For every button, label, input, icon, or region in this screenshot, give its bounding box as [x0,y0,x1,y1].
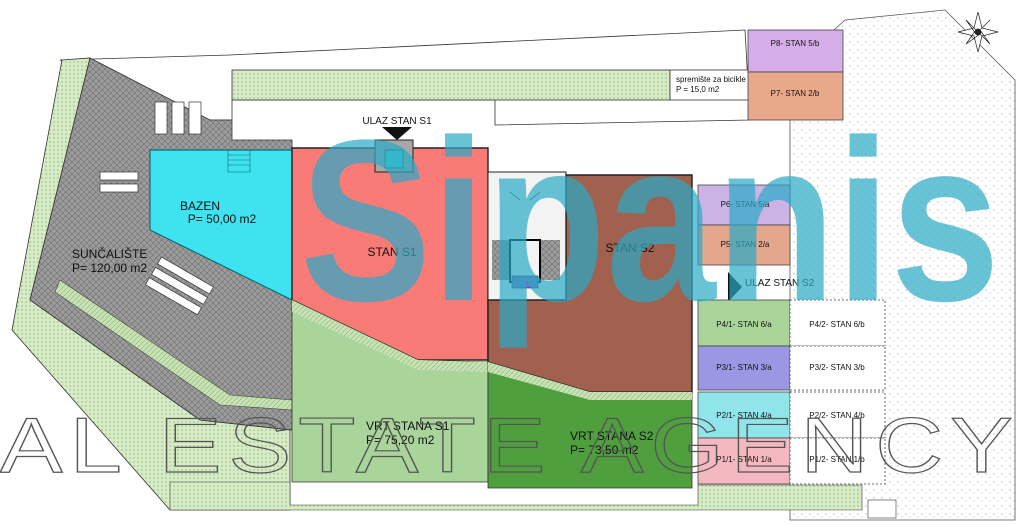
label-p2-1: P2/1- STAN 4/a [716,411,772,420]
sunbeds-bottom [145,256,214,316]
label-p4-2: P4/2- STAN 6/b [809,320,865,329]
label-p3-1: P3/1- STAN 3/a [716,363,772,372]
label-p1-2: P1/2- STAN 1/b [809,455,865,464]
parking-p7 [747,71,844,121]
sunbeds-top [154,101,202,135]
parking-p6 [697,184,791,226]
watermark-tagline: AL ESTATE AGENCY [0,401,1020,489]
bottom-green-strip [169,481,863,511]
entrance-s1-arrow [382,127,412,140]
parking-p8 [747,29,844,73]
label-bazen: BAZEN [180,199,220,213]
label-p3-2: P3/2- STAN 3/b [809,363,865,372]
label-stan-s1: STAN S1 [367,245,416,259]
label-p6: P6- STAN 5/a [721,200,770,209]
parking-p2-2 [789,391,886,439]
label-bazen-area: P= 50,00 m2 [188,212,257,226]
parking-p1-1 [697,437,791,485]
watermark-logo: Sipanis [300,92,1000,349]
label-garden-s2: VRT STANA S2 [570,429,654,443]
compass-icon [957,11,999,53]
sunbeds-left [99,171,139,193]
label-suncaliste-area: P= 120,00 m2 [72,261,147,275]
entrance-s2-arrow [728,272,742,302]
apartment-s1 [291,147,489,361]
pool-steps [227,149,251,173]
label-entrance-s2: ULAZ STAN S2 [745,278,815,289]
parking-p1-2 [789,437,886,485]
top-green-strip [231,69,671,101]
label-garden-s1-area: P= 75,20 m2 [366,433,435,447]
label-garden-s1: VRT STANA S1 [366,419,450,433]
elevator [511,275,539,289]
label-bike-storage: spremište za bicikle [676,75,746,84]
label-p5: P5- STAN 2/a [721,240,770,249]
label-stan-s2: STAN S2 [605,241,654,255]
label-p1-1: P1/1- STAN 1/a [716,455,772,464]
label-p4-1: P4/1- STAN 6/a [716,320,772,329]
label-entrance-s1: ULAZ STAN S1 [362,116,432,127]
parking-p3-1 [697,345,791,391]
parking-p5 [697,224,791,266]
title-block [867,499,897,519]
label-garden-s2-area: P= 73,50 m2 [570,443,639,457]
label-bike-storage-area: P = 15,0 m2 [676,85,720,94]
label-p8: P8- STAN 5/b [771,39,820,48]
label-p2-2: P2/2- STAN 4/b [809,411,865,420]
parking-p4-1 [697,299,791,347]
label-p7: P7- STAN 2/b [771,89,820,98]
label-suncaliste: SUNČALIŠTE [72,246,147,261]
parking-p3-2 [789,345,886,391]
